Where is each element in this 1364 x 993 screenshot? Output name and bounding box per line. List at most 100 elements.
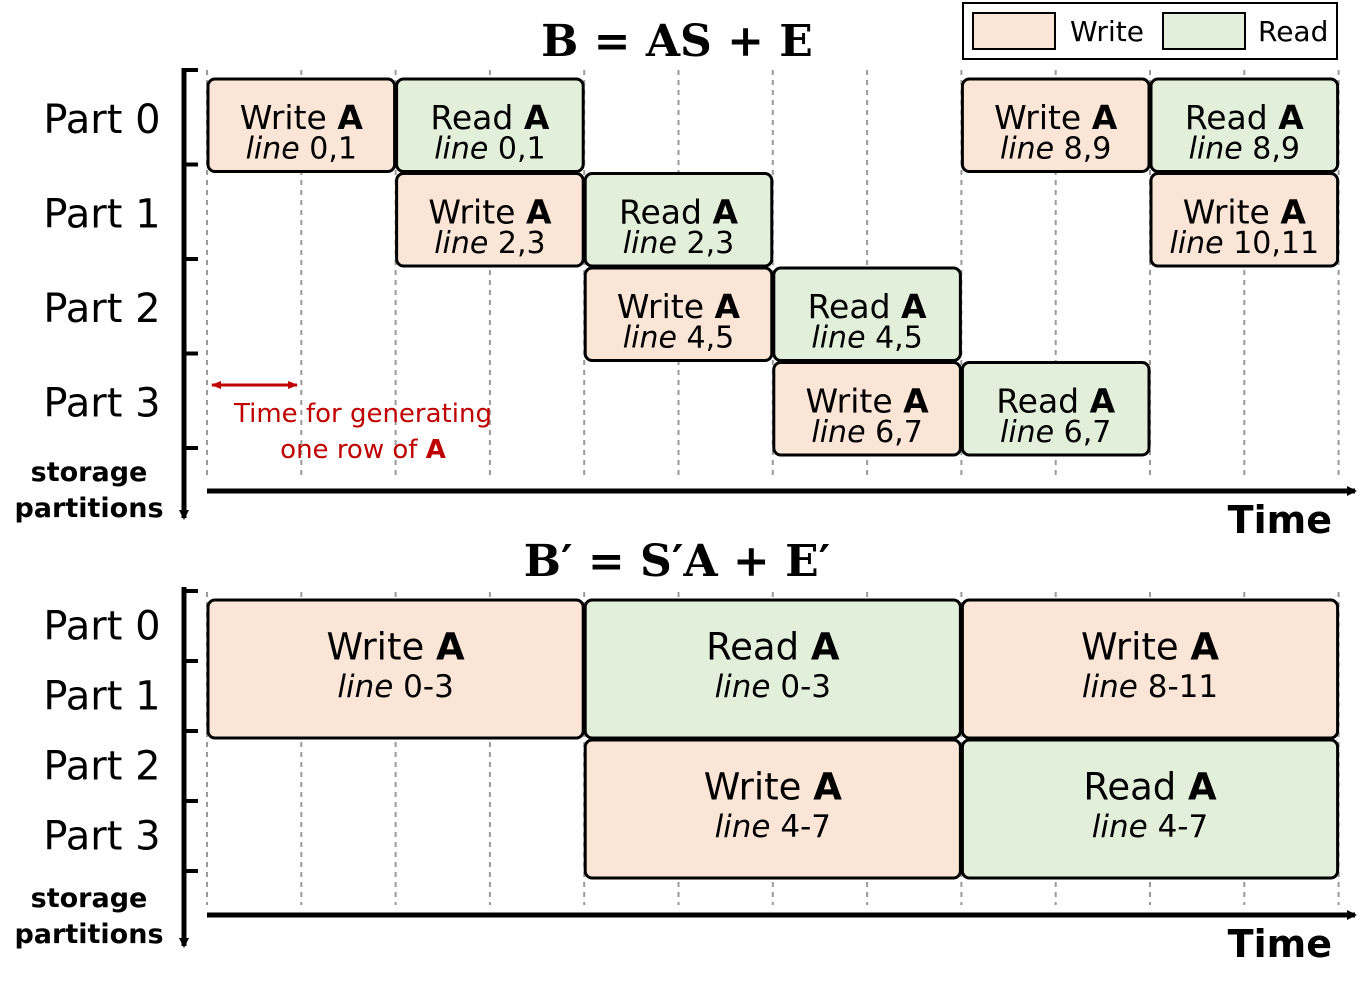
operation-word: Write — [994, 98, 1092, 137]
block-box — [583, 738, 962, 880]
block-operation: Write A — [240, 98, 364, 137]
block-operation: Read A — [706, 626, 840, 669]
part-label: Part 0 — [43, 97, 160, 143]
line-range: 8,9 — [1064, 131, 1112, 166]
operation-word: Read — [1083, 766, 1188, 809]
top-time-label: Time — [1228, 498, 1332, 542]
block-operation: Write A — [327, 626, 465, 669]
line-range: 8,9 — [1252, 131, 1300, 166]
block-box — [960, 598, 1340, 740]
operation-word: Write — [806, 382, 904, 421]
block-lines: line 8-11 — [1082, 669, 1218, 705]
line-word: line — [1082, 669, 1148, 705]
line-range: 0,1 — [498, 131, 546, 166]
matrix-name: A — [901, 287, 927, 326]
block-lines: line 6,7 — [811, 415, 922, 450]
block-lines: line 8,9 — [1189, 131, 1300, 166]
annotation-line2-bold: A — [426, 435, 446, 465]
matrix-name: A — [436, 626, 465, 669]
block-operation: Write A — [428, 193, 552, 232]
line-range: 10,11 — [1233, 226, 1319, 261]
matrix-name: A — [715, 287, 741, 326]
matrix-name: A — [1092, 98, 1118, 137]
block-box — [960, 77, 1151, 173]
block-box — [395, 77, 585, 173]
block-operation: Read A — [1185, 98, 1304, 137]
top-equation: B = AS + E — [541, 16, 813, 67]
block-lines: line 0,1 — [434, 131, 545, 166]
block-operation: Write A — [994, 98, 1118, 137]
block-box — [960, 738, 1340, 880]
block-lines: line 6,7 — [1000, 415, 1111, 450]
block-lines: line 4-7 — [715, 809, 831, 845]
bottom-axis-label-line1: storage — [31, 883, 148, 914]
part-label: Part 1 — [43, 191, 160, 237]
legend-write-swatch — [972, 12, 1056, 50]
line-word: line — [811, 415, 875, 450]
annotation: Time for generating one row of A — [211, 381, 492, 465]
legend-write-label: Write — [1070, 15, 1144, 48]
line-word: line — [246, 131, 310, 166]
top-axis-label-line2: partitions — [14, 493, 163, 524]
operation-word: Read — [1185, 98, 1278, 137]
annotation-line2-prefix: one row of — [280, 435, 426, 465]
top-axis-ticks — [184, 68, 198, 450]
bottom-equation: B′ = S′A + E′ — [524, 536, 830, 587]
annotation-line2: one row of A — [280, 435, 446, 465]
matrix-name: A — [524, 98, 550, 137]
block-lines: line 2,3 — [623, 226, 734, 261]
matrix-name: A — [1090, 382, 1116, 421]
top-axis-label-line1: storage — [31, 457, 148, 488]
part-label: Part 2 — [43, 744, 160, 790]
block-lines: line 4,5 — [811, 320, 922, 355]
matrix-name: A — [1280, 193, 1306, 232]
line-word: line — [1170, 226, 1234, 261]
legend: Write Read — [962, 2, 1338, 60]
operation-word: Write — [428, 193, 526, 232]
operation-word: Read — [430, 98, 523, 137]
block-lines: line 8,9 — [1000, 131, 1111, 166]
block-operation: Write A — [1081, 626, 1219, 669]
legend-read-swatch — [1162, 12, 1246, 50]
matrix-name: A — [903, 382, 929, 421]
block-operation: Write A — [704, 766, 842, 809]
line-word: line — [434, 226, 498, 261]
block-box — [206, 598, 585, 740]
block-lines: line 0-3 — [337, 669, 453, 705]
block-operation: Write A — [806, 382, 930, 421]
block-operation: Write A — [617, 287, 741, 326]
matrix-name: A — [1278, 98, 1304, 137]
block-operation: Read A — [430, 98, 549, 137]
operation-word: Read — [996, 382, 1089, 421]
operation-word: Read — [619, 193, 712, 232]
line-word: line — [715, 669, 781, 705]
line-range: 2,3 — [686, 226, 734, 261]
bottom-time-label: Time — [1228, 922, 1332, 966]
block-operation: Write A — [1183, 193, 1307, 232]
matrix-name: A — [712, 193, 738, 232]
block-box — [1149, 172, 1340, 268]
bottom-axes — [179, 587, 1357, 948]
line-range: 0-3 — [780, 669, 831, 705]
top-axes — [179, 68, 1357, 520]
block-box — [583, 266, 774, 362]
operation-word: Write — [1183, 193, 1281, 232]
line-word: line — [1000, 415, 1064, 450]
block-lines: line 10,11 — [1170, 226, 1320, 261]
